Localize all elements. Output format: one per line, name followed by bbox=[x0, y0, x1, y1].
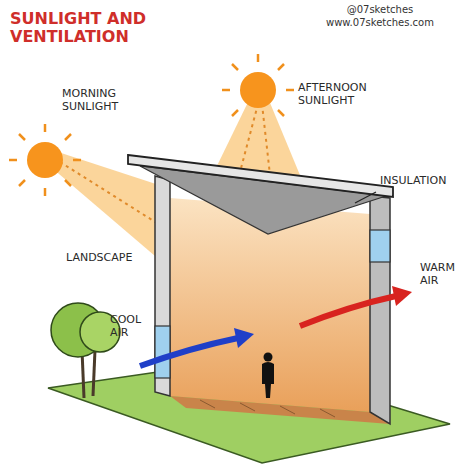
cool-air-arrow bbox=[140, 328, 254, 366]
warm-air-arrow bbox=[300, 286, 412, 326]
person bbox=[262, 353, 274, 399]
sun-label: AFTERNOON SUNLIGHT bbox=[298, 82, 388, 107]
low-window bbox=[155, 326, 170, 378]
afternoon-sun bbox=[222, 54, 294, 116]
air-label: COOL AIR bbox=[110, 314, 150, 339]
right-wall bbox=[370, 196, 390, 424]
watermark: @07sketches bbox=[305, 4, 455, 16]
leader-line bbox=[355, 192, 376, 203]
roof-slab bbox=[128, 155, 393, 197]
material-label: INSULATION bbox=[380, 175, 468, 188]
floor-hatch bbox=[200, 400, 335, 417]
landscape-label: LANDSCAPE bbox=[66, 252, 146, 265]
watermark: www.07sketches.com bbox=[305, 17, 455, 29]
sun-label: MORNING SUNLIGHT bbox=[62, 88, 140, 113]
air-label: WARM AIR bbox=[420, 262, 468, 287]
tree bbox=[51, 303, 120, 398]
floor bbox=[170, 396, 390, 424]
morning-sun bbox=[9, 124, 81, 196]
high-window bbox=[370, 230, 390, 262]
diagram-title: SUNLIGHT AND VENTILATION bbox=[10, 10, 160, 47]
